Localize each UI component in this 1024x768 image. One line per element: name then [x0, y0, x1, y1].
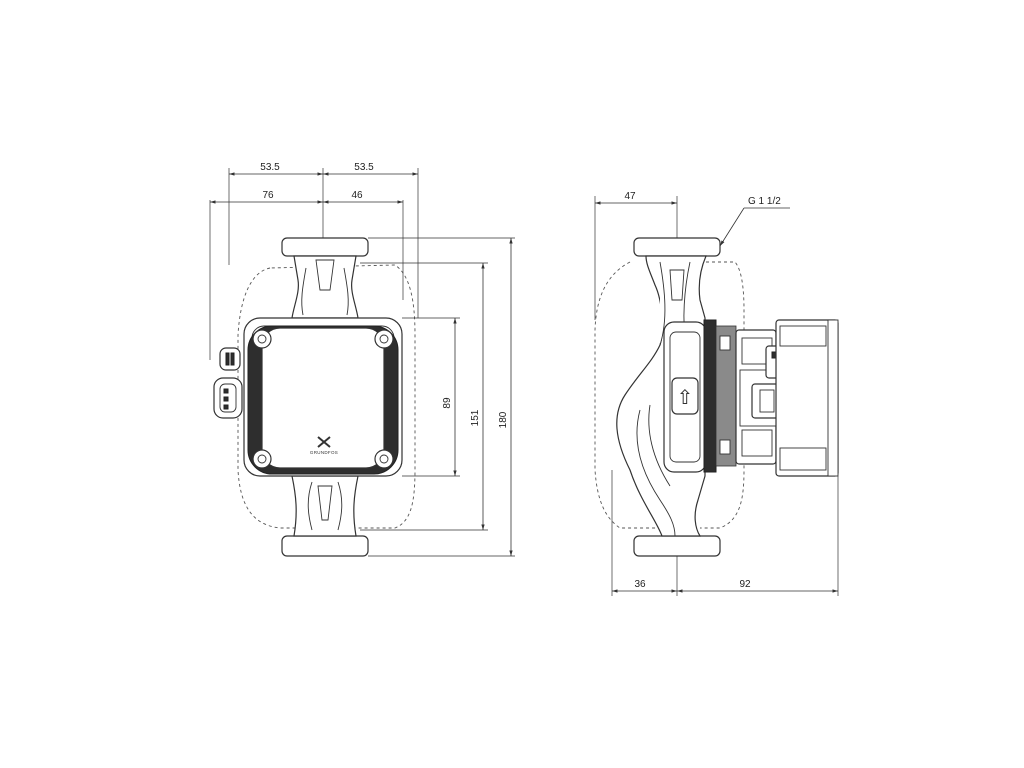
side-arrow-box	[671, 377, 699, 415]
side-view: ⇧	[594, 191, 839, 596]
side-hidden-outline	[594, 261, 745, 529]
dim-top-left-upper: 53.5	[260, 162, 280, 173]
dim-top-right-upper: 53.5	[354, 162, 374, 173]
grundfos-logo-icon: GRUNDFOS	[310, 436, 338, 455]
dim-height-overall: 180	[498, 411, 509, 428]
front-top-flange	[281, 237, 369, 257]
dim-side-top-width: 47	[624, 191, 636, 202]
screw-icon	[374, 449, 394, 469]
front-hidden-outline	[237, 264, 416, 529]
screw-icon	[374, 329, 394, 349]
dim-side-bottom-right: 92	[739, 579, 751, 590]
front-bottom-flange	[281, 535, 369, 557]
side-mounting-plate	[703, 319, 717, 473]
dim-side-bottom-left: 36	[634, 579, 646, 590]
side-bottom-flange	[633, 535, 721, 557]
front-face-panel	[261, 327, 385, 469]
front-view: GRUNDFOS 53.5 53.5	[209, 162, 515, 557]
dim-top-right-lower: 46	[351, 190, 363, 201]
screw-icon	[252, 329, 272, 349]
connector-plug-icon	[213, 347, 243, 419]
dim-height-control-box: 89	[442, 397, 453, 409]
screw-icon	[252, 449, 272, 469]
flow-direction-arrow-icon: ⇧	[677, 385, 694, 409]
dim-top-left-lower: 76	[262, 190, 274, 201]
dim-thread-label: G 1 1/2	[748, 196, 781, 207]
side-top-flange	[633, 237, 721, 257]
dim-height-flange-inner: 151	[470, 409, 481, 426]
brand-label: GRUNDFOS	[310, 450, 338, 455]
